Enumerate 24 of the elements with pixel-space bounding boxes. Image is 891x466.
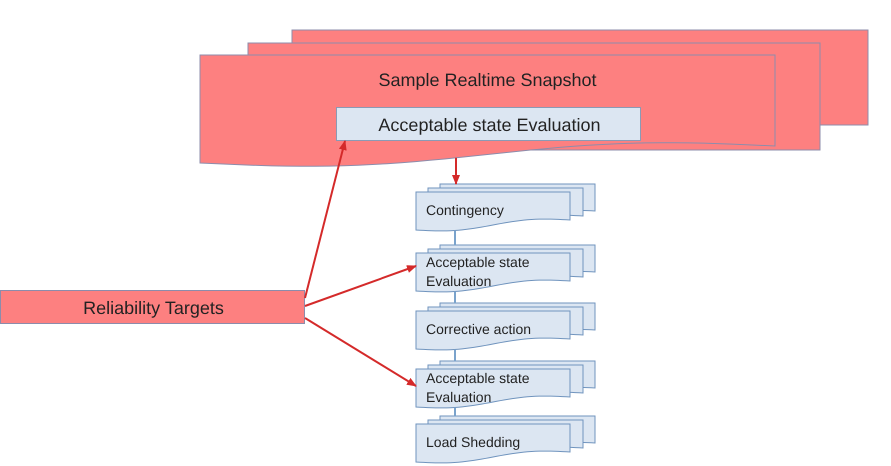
multi-document-shape [416, 184, 595, 232]
multi-document-shape [416, 361, 595, 409]
process-box [0, 290, 305, 324]
multi-document-shape [416, 303, 595, 351]
node-label: Acceptable state Evaluation [426, 368, 531, 406]
connector-line [454, 230, 456, 245]
arrow [304, 140, 347, 298]
arrow [452, 158, 460, 185]
node-heading: Sample Realtime Snapshot [378, 68, 597, 92]
node-label: Corrective action [426, 320, 532, 339]
node-label: Contingency [426, 201, 504, 220]
multi-document-shape [416, 416, 595, 464]
node-label: Acceptable state Evaluation [378, 114, 601, 137]
arrow [304, 317, 417, 387]
process-box [336, 107, 641, 141]
connector-line [454, 408, 456, 416]
node-label: Load Shedding [426, 433, 520, 452]
connector-line [454, 350, 456, 361]
multi-document-shape [200, 30, 868, 168]
node-label: Acceptable state Evaluation [426, 252, 531, 290]
node-label: Reliability Targets [83, 296, 224, 320]
arrow [304, 265, 417, 307]
multi-document-shape [416, 245, 595, 293]
connector-line [454, 292, 456, 303]
